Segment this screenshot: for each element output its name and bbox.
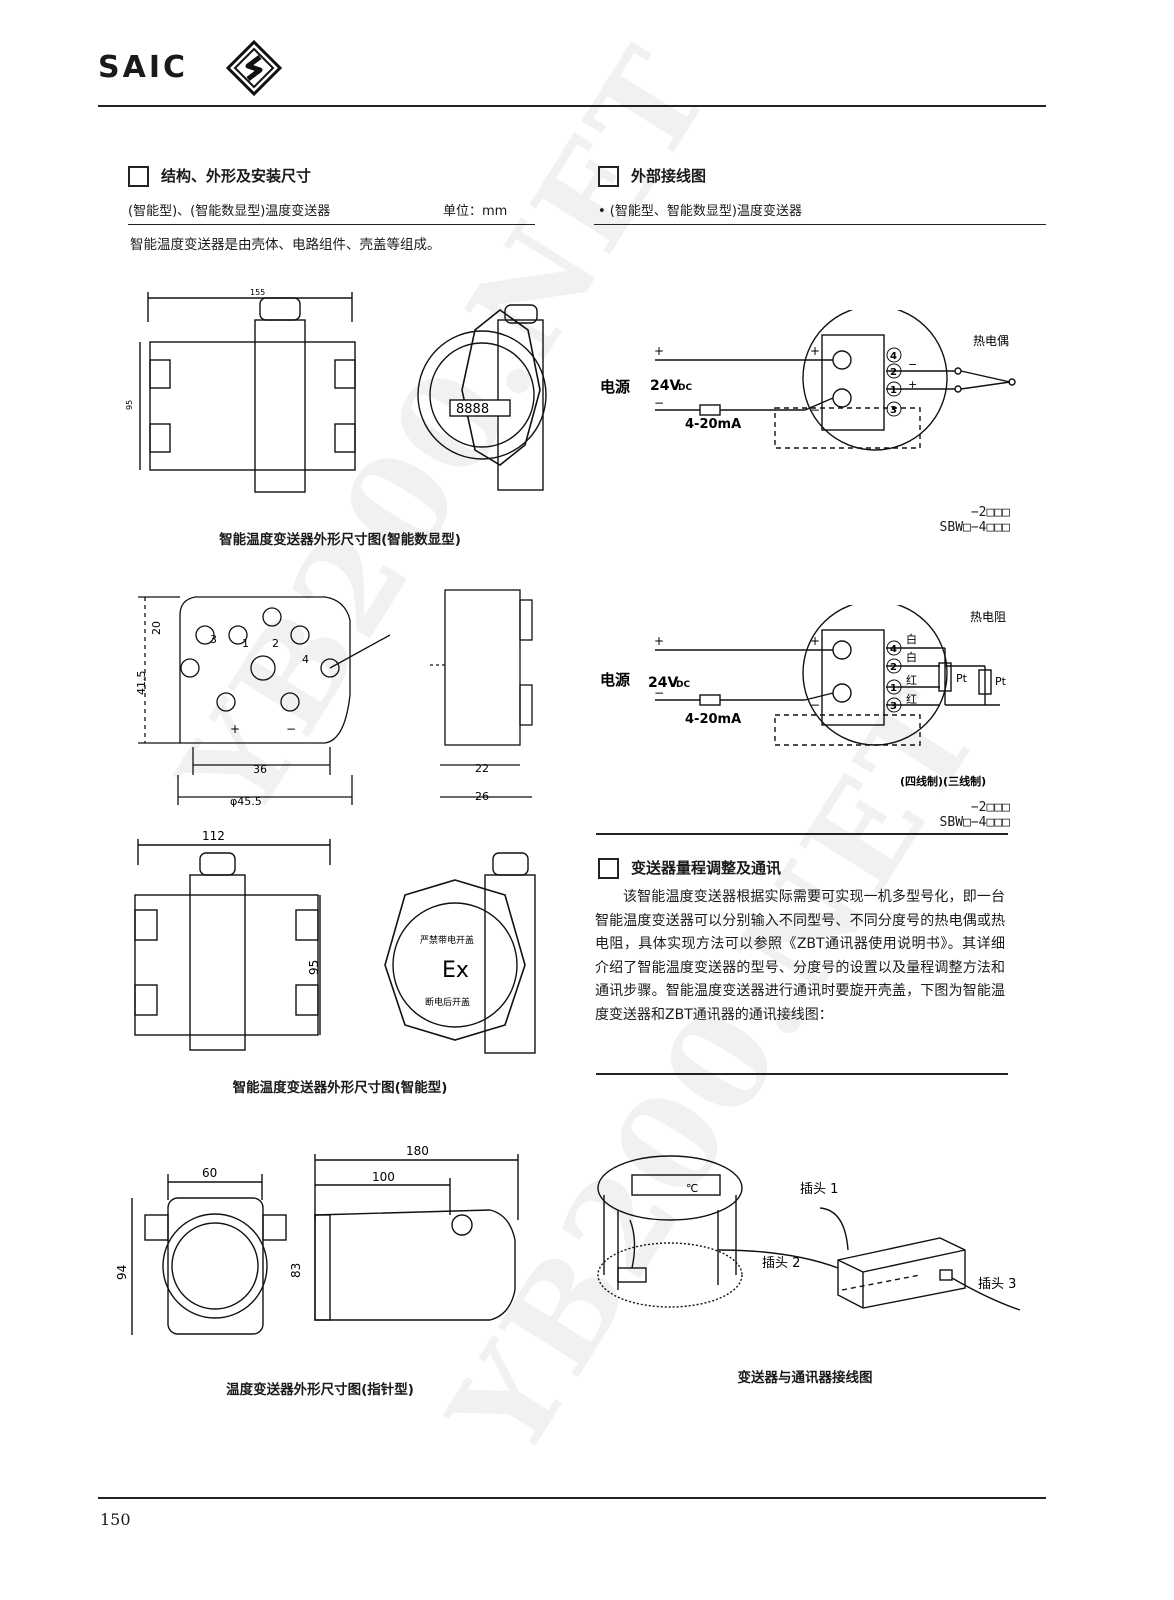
wiring2-supply-plus: + xyxy=(654,634,664,648)
wire-white-1: 白 xyxy=(906,632,917,646)
section-title-structure: 结构、外形及安装尺寸 xyxy=(128,165,311,187)
thermocouple-label: 热电偶 xyxy=(973,334,1009,348)
fig3-drawing: 112 95 Ex 严禁带电开盖 断电后开盖 xyxy=(134,829,536,1054)
rtd-wiring-diagram: 4 2 1 3 白 白 红 红 Pt Pt + − + − 电源 24V DC … xyxy=(600,605,1007,788)
wiring2-note: (四线制)(三线制) xyxy=(900,774,986,788)
terminal-2: 2 xyxy=(890,662,897,673)
terminal-4-label: 4 xyxy=(302,653,309,666)
wiring1-model: −2□□□SBW□−4□□□ xyxy=(939,505,1010,535)
comm-caption: 变送器与通讯器接线图 xyxy=(737,1370,873,1386)
fig4-dim-60: 60 xyxy=(202,1166,217,1180)
wire-red-2: 红 xyxy=(906,693,917,706)
range-rule-bottom xyxy=(596,1073,1008,1075)
subtitle-wiring: • (智能型、智能数显型)温度变送器 xyxy=(598,204,802,219)
fig1-dim-width: 155 xyxy=(250,288,265,297)
wiring1-current: 4-20mA xyxy=(685,417,741,432)
pt-label-3wire: Pt xyxy=(995,675,1007,688)
fig1-dim-height: 95 xyxy=(125,400,134,410)
wiring1-plus: + xyxy=(810,344,820,358)
fig2-plus: + xyxy=(230,722,240,736)
logo-text: SAIC xyxy=(98,50,189,85)
tc-minus: − xyxy=(908,358,917,371)
section-title-range: 变送器量程调整及通讯 xyxy=(598,857,781,879)
thermocouple-wiring-diagram: 4 2 1 3 + − + − − + 电源 24V DC 4-20mA 热电偶 xyxy=(600,310,1016,451)
fig4-drawing: 60 94 180 100 83 xyxy=(115,1144,519,1335)
plug-3-label: 插头 3 xyxy=(978,1277,1016,1292)
fig4-dim-180: 180 xyxy=(406,1144,429,1158)
saic-logo-icon xyxy=(226,40,282,96)
terminal-2-label: 2 xyxy=(272,637,279,650)
wiring2-voltage: 24V xyxy=(648,675,678,691)
fig3-caption: 智能温度变送器外形尺寸图(智能型) xyxy=(232,1080,448,1096)
fig1-caption: 智能温度变送器外形尺寸图(智能数显型) xyxy=(219,532,461,548)
wiring2-supply-minus: − xyxy=(654,686,664,700)
checkbox-icon xyxy=(128,166,149,187)
fig4-dim-94: 94 xyxy=(115,1265,129,1280)
terminal-3-label: 3 xyxy=(210,633,217,646)
header-rule xyxy=(98,105,1046,107)
terminal-3: 3 xyxy=(890,405,897,416)
terminal-1-label: 1 xyxy=(242,637,249,650)
checkbox-icon xyxy=(598,858,619,879)
unit-label: 单位：mm xyxy=(443,204,508,219)
comm-unit: ℃ xyxy=(686,1182,698,1195)
fig2-drawing: 20 41.5 3 1 2 4 + − 36 φ45.5 22 26 xyxy=(135,589,533,808)
fig3-warning: 严禁带电开盖 xyxy=(420,934,474,946)
left-rule xyxy=(128,224,535,225)
wiring2-model: −2□□□SBW□−4□□□ xyxy=(939,800,1010,830)
fig2-dim-26: 26 xyxy=(475,790,489,803)
plug-2-label: 插头 2 xyxy=(762,1256,800,1271)
tc-plus: + xyxy=(908,378,917,391)
wiring1-supply-minus: − xyxy=(654,396,664,410)
wiring2-power-label: 电源 xyxy=(600,671,630,689)
right-rule xyxy=(594,224,1046,225)
fig1-display: 8888 xyxy=(456,402,489,417)
page-number: 150 xyxy=(100,1510,131,1529)
fig3-dim-height: 95 xyxy=(307,960,321,975)
plug-1-label: 插头 1 xyxy=(800,1182,838,1197)
fig2-dim-455: φ45.5 xyxy=(230,795,262,808)
wire-red-1: 红 xyxy=(906,674,917,687)
fig2-dim-20: 20 xyxy=(150,621,163,635)
ex-mark: Ex xyxy=(442,958,469,983)
rtd-label: 热电阻 xyxy=(970,610,1006,624)
terminal-3: 3 xyxy=(890,701,897,712)
wiring1-voltage-sub: DC xyxy=(678,383,692,393)
intro-text: 智能温度变送器是由壳体、电路组件、壳盖等组成。 xyxy=(130,237,441,253)
comm-wiring-drawing: ℃ 插头 1 插头 2 插头 3 xyxy=(597,1155,1021,1311)
section-title-wiring: 外部接线图 xyxy=(598,165,706,187)
wiring2-current: 4-20mA xyxy=(685,712,741,727)
wiring1-voltage: 24V xyxy=(650,378,680,394)
fig3-warning-2: 断电后开盖 xyxy=(425,996,470,1008)
range-rule-top xyxy=(596,833,1008,835)
fig2-minus: − xyxy=(286,722,296,736)
wiring2-voltage-sub: DC xyxy=(676,680,690,690)
wiring2-plus: + xyxy=(810,634,820,648)
wiring1-supply-plus: + xyxy=(654,344,664,358)
terminal-4: 4 xyxy=(890,644,897,655)
subtitle-structure: (智能型)、(智能数显型)温度变送器 xyxy=(128,204,331,219)
pt-label-4wire: Pt xyxy=(956,672,968,685)
fig2-dim-36: 36 xyxy=(253,763,267,776)
fig3-dim-width: 112 xyxy=(202,829,225,843)
wire-white-2: 白 xyxy=(906,650,917,664)
terminal-2: 2 xyxy=(890,367,897,378)
fig2-dim-22: 22 xyxy=(475,762,489,775)
fig2-dim-415: 41.5 xyxy=(135,671,148,696)
terminal-1: 1 xyxy=(890,385,897,396)
wiring2-minus: − xyxy=(810,698,820,712)
fig4-dim-100: 100 xyxy=(372,1170,395,1184)
footer-rule xyxy=(98,1497,1046,1499)
terminal-4: 4 xyxy=(890,351,897,362)
fig4-caption: 温度变送器外形尺寸图(指针型) xyxy=(226,1382,414,1398)
terminal-1: 1 xyxy=(890,683,897,694)
checkbox-icon xyxy=(598,166,619,187)
fig4-dim-83: 83 xyxy=(289,1263,303,1278)
fig1-drawing: 155 95 8888 xyxy=(125,288,547,493)
range-paragraph: 该智能温度变送器根据实际需要可实现一机多型号化，即一台智能温度变送器可以分别输入… xyxy=(595,889,1005,1023)
wiring1-power-label: 电源 xyxy=(600,378,630,396)
wiring1-minus: − xyxy=(810,403,820,417)
